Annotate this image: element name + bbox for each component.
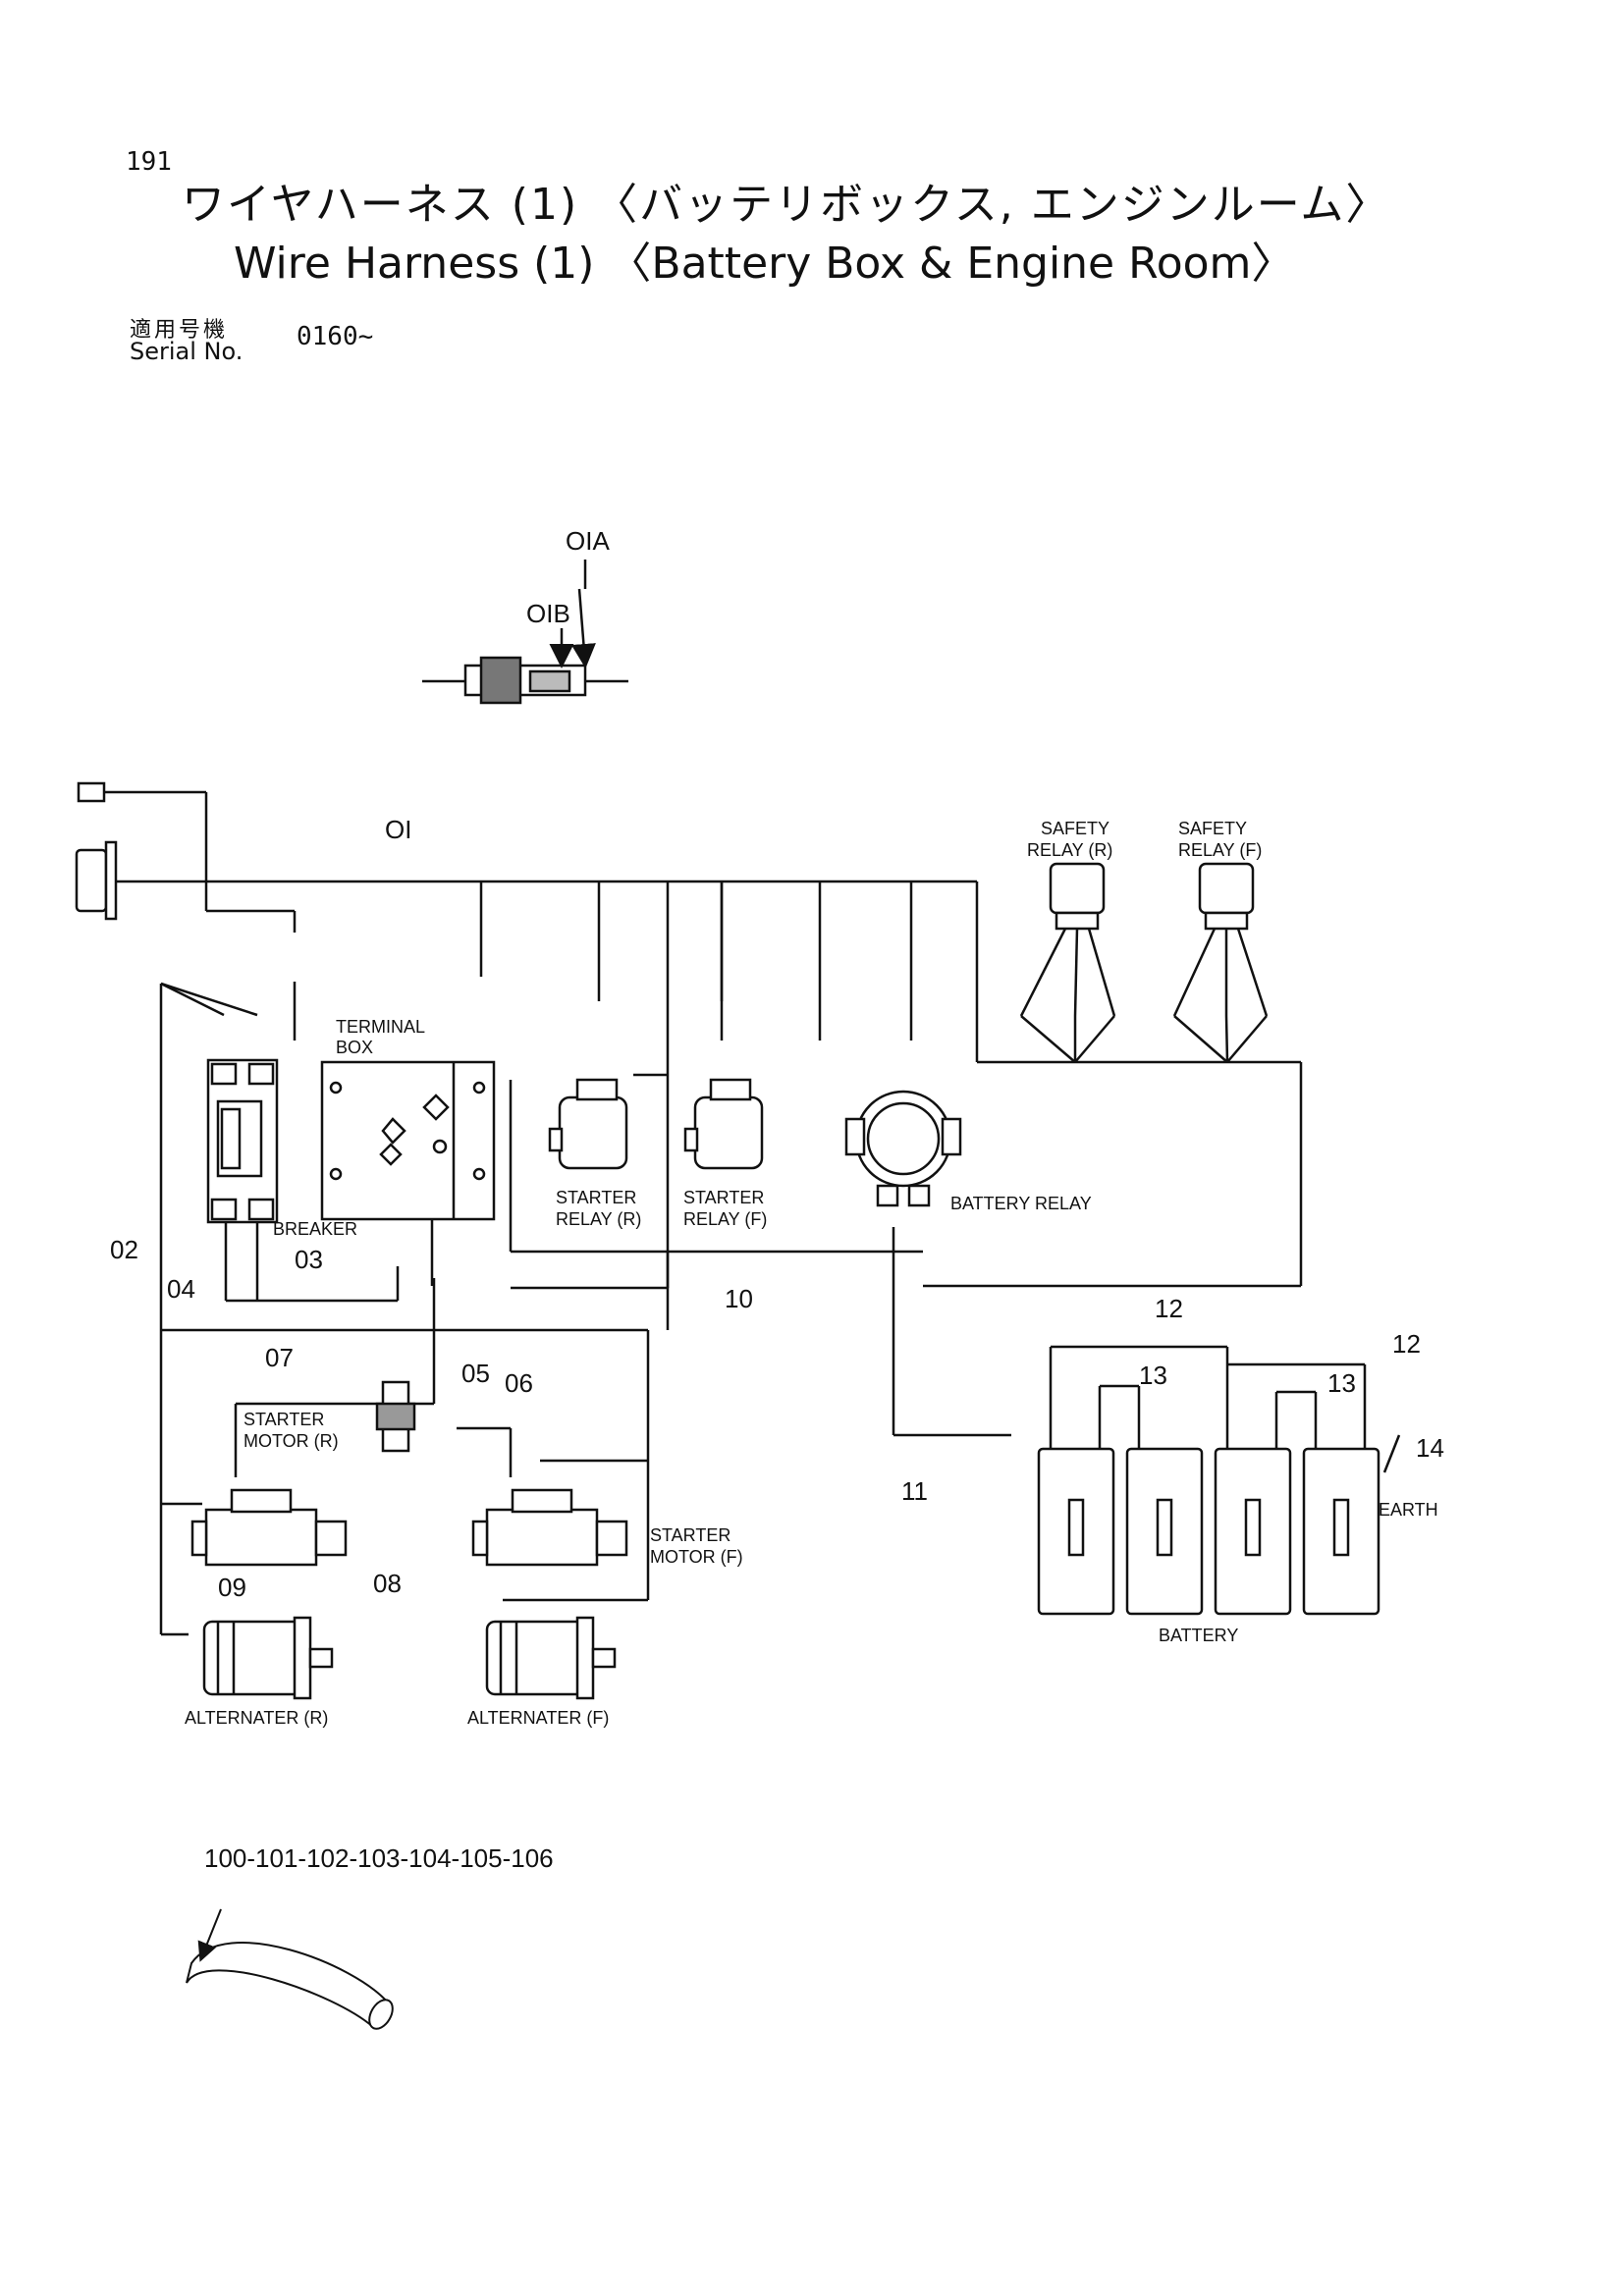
starter-motor-f-component bbox=[471, 1488, 628, 1567]
label-starter-relay-r-2: RELAY (R) bbox=[556, 1209, 641, 1229]
label-starter-motor-r-1: STARTER bbox=[243, 1410, 324, 1429]
label-safety-relay-f-2: RELAY (F) bbox=[1178, 840, 1262, 860]
callout-01: OI bbox=[385, 815, 411, 844]
callout-11: 11 bbox=[901, 1476, 928, 1506]
label-safety-relay-r-1: SAFETY bbox=[1041, 819, 1109, 838]
alternator-r-component bbox=[202, 1616, 334, 1700]
serial-label-japanese: 適用号機 bbox=[130, 318, 229, 343]
label-safety-relay-f-1: SAFETY bbox=[1178, 819, 1247, 838]
label-starter-relay-r-1: STARTER bbox=[556, 1188, 636, 1207]
label-alternator-r: ALTERNATER (R) bbox=[185, 1708, 328, 1728]
callout-07: 07 bbox=[265, 1343, 294, 1372]
label-starter-motor-f-2: MOTOR (F) bbox=[650, 1547, 743, 1567]
label-starter-relay-f-1: STARTER bbox=[683, 1188, 764, 1207]
starter-relay-f-component bbox=[683, 1078, 764, 1170]
callout-12b: 12 bbox=[1392, 1329, 1421, 1359]
callout-03: 03 bbox=[295, 1245, 323, 1274]
label-battery: BATTERY bbox=[1159, 1626, 1238, 1645]
label-breaker: BREAKER bbox=[273, 1219, 357, 1239]
callout-05: 05 bbox=[461, 1359, 490, 1388]
callout-14: 14 bbox=[1416, 1433, 1444, 1463]
callout-02: 02 bbox=[110, 1235, 138, 1264]
connector-detail bbox=[422, 560, 628, 705]
callout-04: 04 bbox=[167, 1274, 195, 1304]
page-number: 191 bbox=[126, 147, 172, 177]
safety-relay-f-component bbox=[1172, 862, 1269, 1063]
label-starter-relay-f-2: RELAY (F) bbox=[683, 1209, 767, 1229]
battery-wiring bbox=[1049, 1345, 1401, 1473]
label-terminal-box-1: TERMINAL bbox=[336, 1017, 425, 1037]
label-battery-relay: BATTERY RELAY bbox=[950, 1194, 1092, 1213]
alternator-f-component bbox=[485, 1616, 617, 1700]
label-earth: EARTH bbox=[1379, 1500, 1438, 1520]
callout-10: 10 bbox=[725, 1284, 753, 1313]
callout-06: 06 bbox=[505, 1368, 533, 1398]
tube-part-numbers: 100-101-102-103-104-105-106 bbox=[204, 1843, 554, 1873]
starter-switch-component bbox=[375, 1380, 416, 1453]
battery-relay-component bbox=[844, 1090, 962, 1207]
breaker-component bbox=[206, 1058, 279, 1224]
serial-value: 0160~ bbox=[297, 322, 374, 351]
label-starter-motor-r-2: MOTOR (R) bbox=[243, 1431, 339, 1451]
callout-13b: 13 bbox=[1327, 1368, 1356, 1398]
starter-relay-r-component bbox=[548, 1078, 628, 1170]
callout-12a: 12 bbox=[1155, 1294, 1183, 1323]
label-starter-motor-f-1: STARTER bbox=[650, 1525, 730, 1545]
callout-01a: OIA bbox=[566, 526, 610, 556]
battery-cells bbox=[1037, 1447, 1380, 1616]
serial-label-english: Serial No. bbox=[130, 338, 243, 365]
corrugated-tube bbox=[186, 1908, 394, 2030]
terminal-box-component bbox=[320, 1060, 496, 1221]
title-japanese: ワイヤハーネス (1) 〈バッテリボックス, エンジンルーム〉 bbox=[182, 180, 1391, 230]
label-alternator-f: ALTERNATER (F) bbox=[467, 1708, 609, 1728]
callout-08: 08 bbox=[373, 1569, 402, 1598]
starter-motor-r-component bbox=[190, 1488, 348, 1567]
title-english: Wire Harness (1) 〈Battery Box & Engine R… bbox=[234, 239, 1295, 289]
label-terminal-box-2: BOX bbox=[336, 1038, 373, 1057]
safety-relay-r-component bbox=[1019, 862, 1116, 1063]
callout-09: 09 bbox=[218, 1573, 246, 1602]
callout-13a: 13 bbox=[1139, 1361, 1167, 1390]
callout-01b: OIB bbox=[526, 599, 570, 628]
label-safety-relay-r-2: RELAY (R) bbox=[1027, 840, 1112, 860]
